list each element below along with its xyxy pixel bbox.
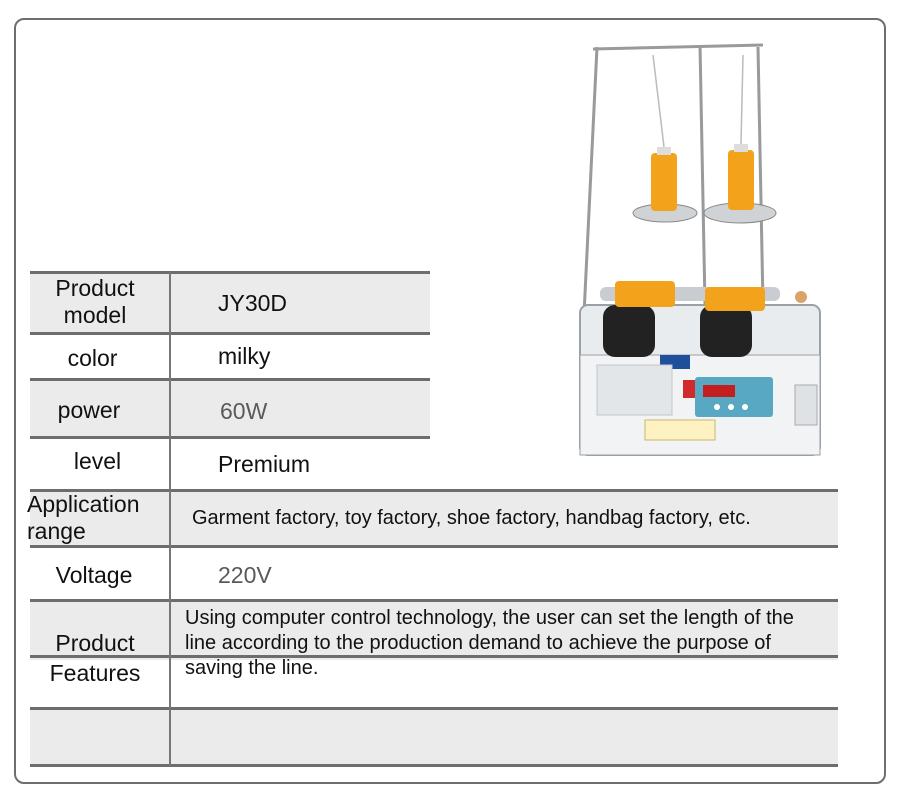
table-row-label: power	[57, 397, 121, 423]
table-border	[30, 332, 430, 335]
row-bg	[30, 272, 430, 334]
table-row-value: Garment factory, toy factory, shoe facto…	[192, 507, 751, 529]
table-border	[30, 489, 838, 492]
table-row-label: level	[73, 448, 122, 474]
table-border	[30, 655, 838, 658]
table-row-label: Application range	[27, 491, 140, 544]
table-row-value: JY30D	[218, 290, 288, 316]
table-border	[30, 378, 430, 381]
table-border	[30, 707, 838, 710]
table-row-value: milky	[218, 343, 271, 369]
table-row-value: 60W	[220, 398, 268, 424]
table-border	[30, 599, 838, 602]
table-row-label: Product model	[55, 275, 135, 328]
table-row-label: color	[67, 345, 118, 371]
table-border	[30, 271, 430, 274]
table-row-value: 220V	[218, 562, 272, 588]
table-row-label: Voltage	[55, 562, 133, 588]
bobbin-winder-image	[579, 43, 821, 456]
table-row-value: Premium	[218, 451, 311, 477]
row-bg	[30, 490, 838, 546]
table-border	[30, 545, 838, 548]
table-border	[30, 436, 430, 439]
table-border	[30, 764, 838, 767]
table-row-label: Product Features	[49, 630, 141, 686]
row-bg	[30, 380, 430, 438]
row-bg	[30, 708, 838, 766]
table-column-divider	[169, 272, 171, 766]
row-bg	[30, 600, 838, 660]
table-row-value: Using computer control technology, the u…	[185, 607, 794, 679]
